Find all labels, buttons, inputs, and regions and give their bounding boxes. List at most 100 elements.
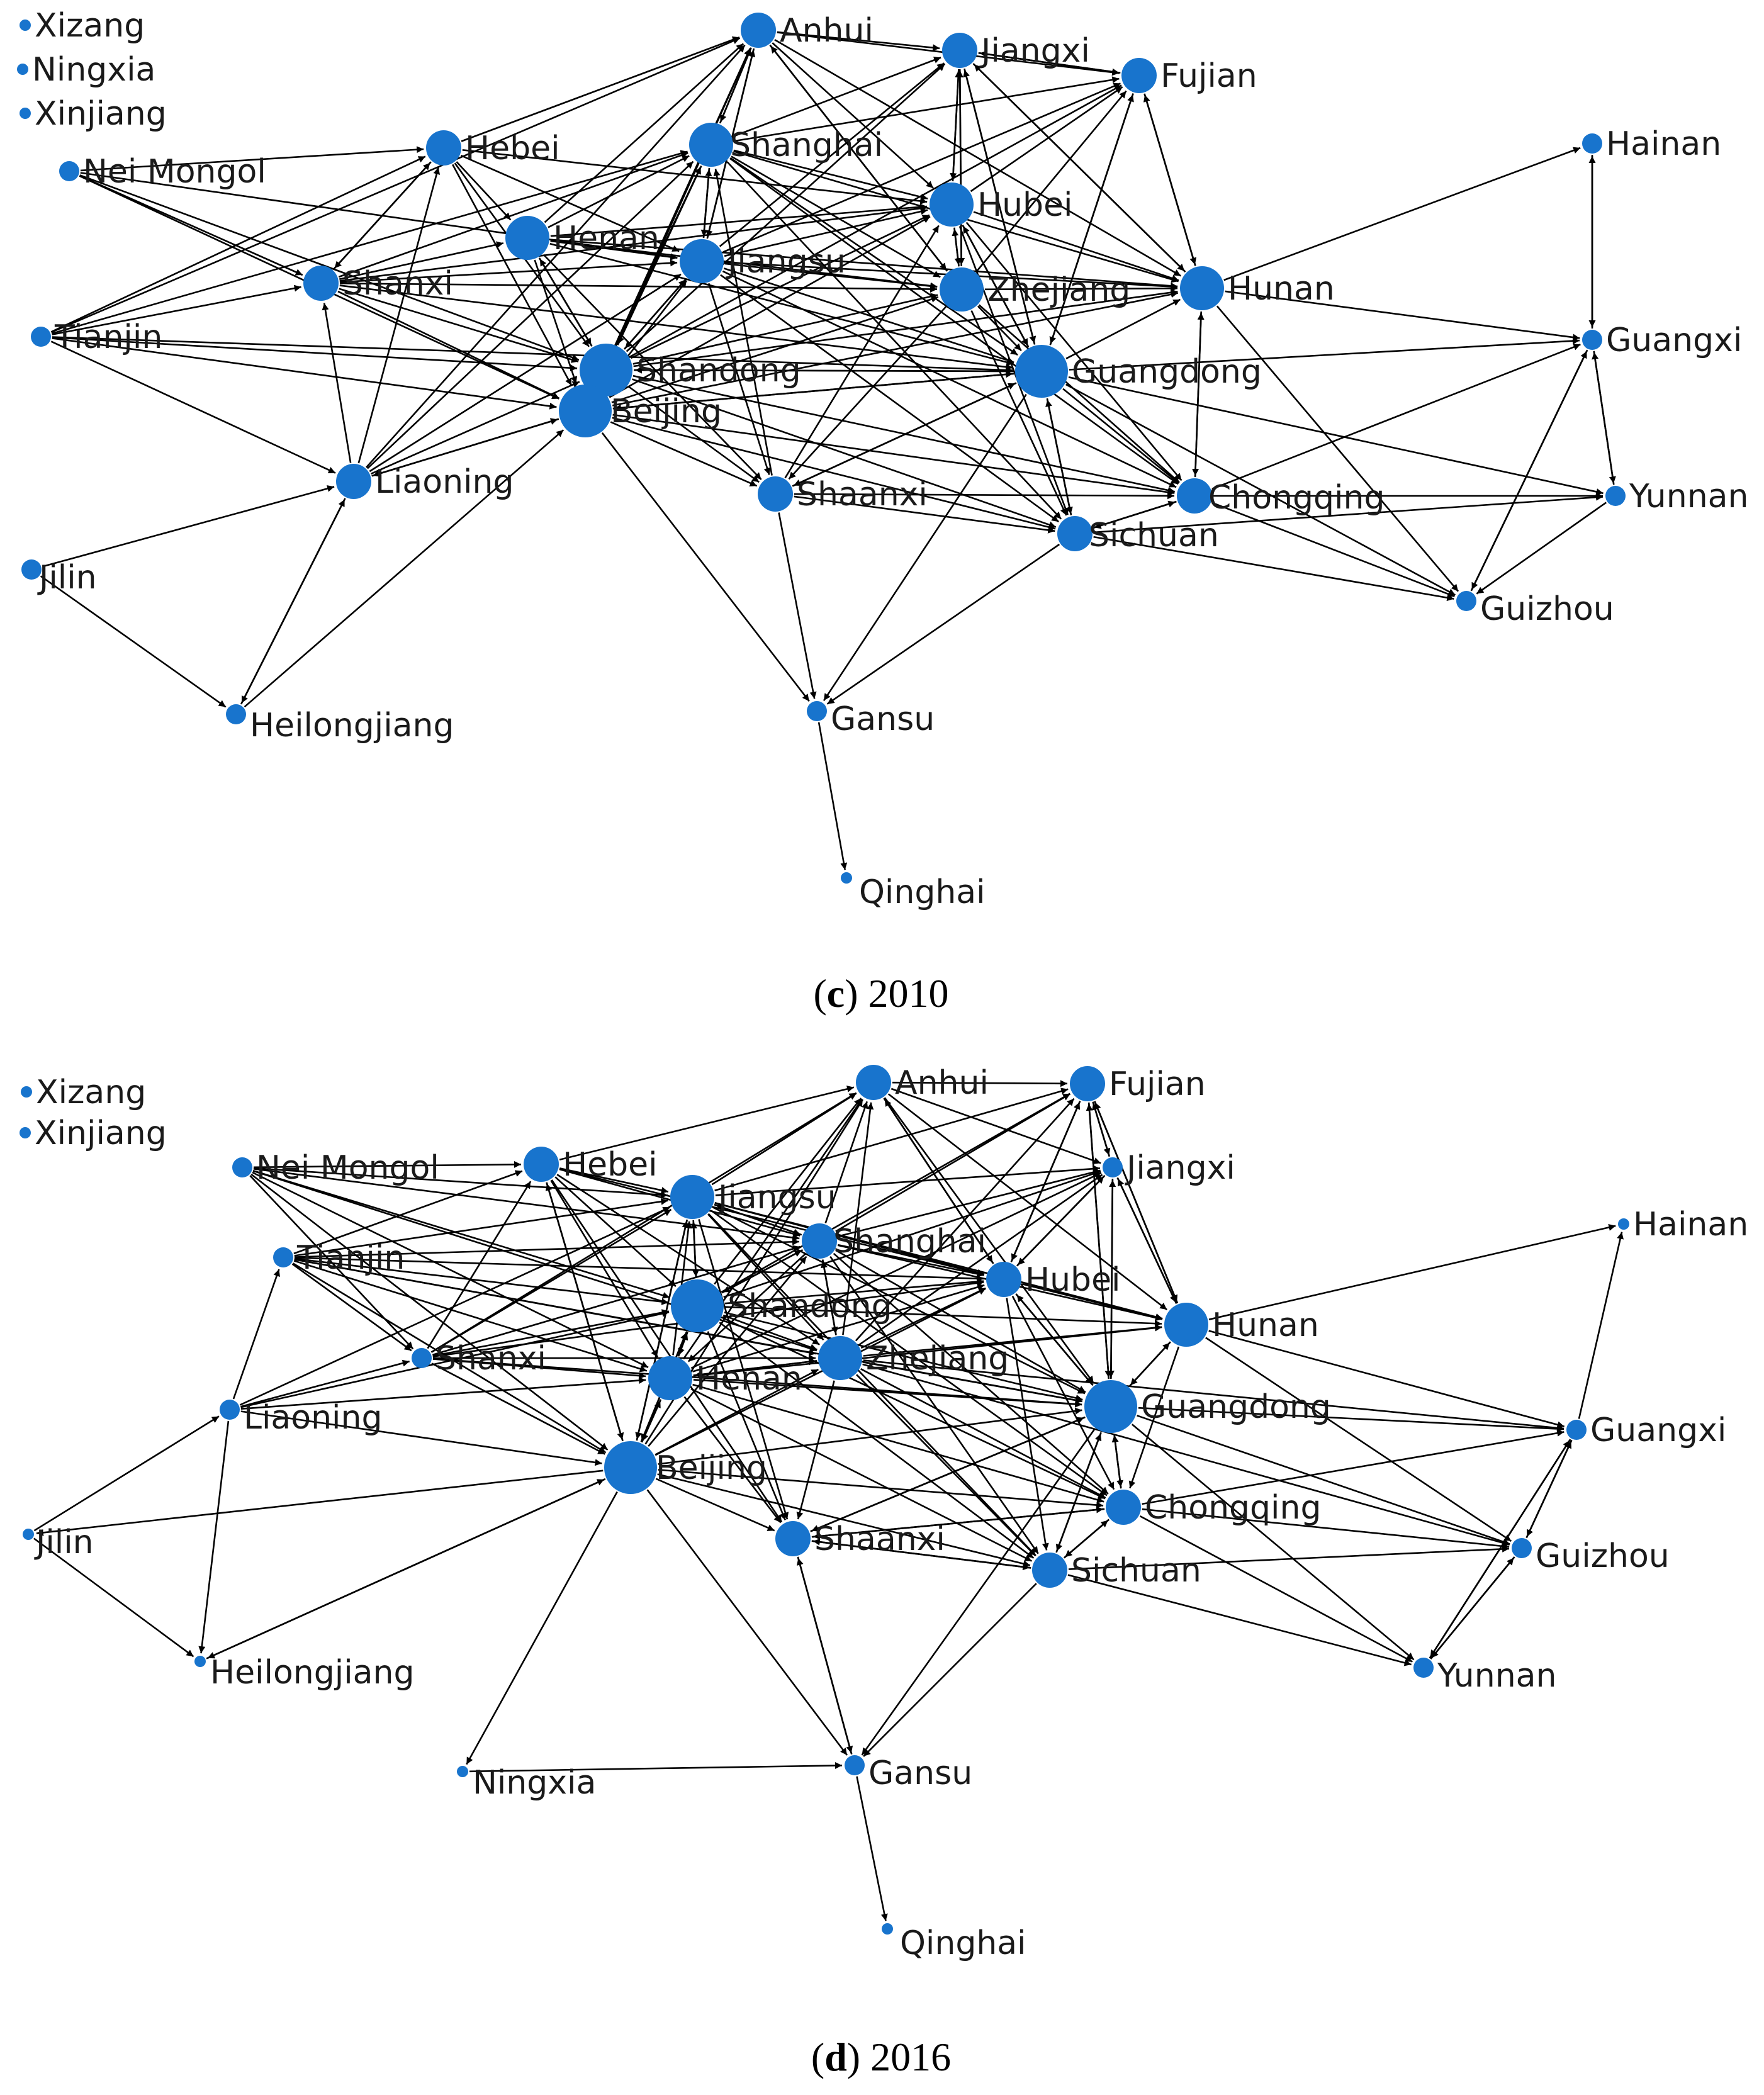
edge-hunan-to-guizhou <box>1216 305 1459 592</box>
edge-henan-to-hubei <box>692 1283 985 1373</box>
node-xizang <box>20 20 31 31</box>
edge-jiangsu-to-hunan <box>714 1202 1163 1320</box>
caption-letter-d: d <box>824 2035 847 2079</box>
edge-shandong-to-sichuan <box>719 1322 1035 1559</box>
edge-henan-to-shanghai <box>548 155 690 228</box>
edge-beijing-to-hunan <box>612 291 1178 407</box>
edge-liaoning-to-shandong <box>370 381 580 475</box>
edge-guangdong-to-hubei <box>962 225 1030 347</box>
edge-beijing-to-gansu <box>601 432 810 702</box>
node-tianjin <box>31 327 51 347</box>
edge-guangdong-to-yunnan <box>1068 376 1604 495</box>
node-shaanxi <box>775 1521 811 1556</box>
edge-guangdong-to-fujian <box>1049 94 1134 345</box>
node-yunnan <box>1605 486 1626 506</box>
node-xizang <box>21 1086 32 1098</box>
edge-hebei-to-shaanxi <box>551 1179 783 1523</box>
node-label-zhejiang: Zhejiang <box>866 1340 1009 1378</box>
node-label-xinjiang: Xinjiang <box>35 1115 167 1152</box>
edge-hubei-to-hunan <box>1021 1283 1163 1321</box>
edge-shandong-to-henan <box>539 258 593 347</box>
caption-2016: (d) 2016 <box>811 2035 951 2079</box>
edge-anhui-to-fujian <box>892 1080 1068 1087</box>
node-label-sichuan: Sichuan <box>1089 517 1219 554</box>
node-chongqing <box>1106 1490 1141 1525</box>
edge-henan-to-shaanxi <box>683 1396 782 1524</box>
caption-year-2016: 2016 <box>870 2035 951 2079</box>
node-guangdong <box>1084 1380 1137 1433</box>
edge-guangdong-to-jiangxi <box>963 69 1036 345</box>
edge-guangdong-to-gansu <box>861 1429 1096 1756</box>
edge-tianjin-to-beijing <box>52 337 557 410</box>
edge-jiangsu-to-jiangxi <box>715 1165 1101 1196</box>
edge-hebei-to-zhejiang <box>556 1174 821 1345</box>
node-sichuan <box>1057 516 1093 551</box>
edge-tianjin-to-guangdong <box>52 336 1013 374</box>
edge-tianjin-to-shandong <box>294 1257 669 1305</box>
edge-sichuan-to-yunnan <box>1093 493 1604 534</box>
edge-tianjin-to-hebei <box>293 1170 523 1255</box>
node-label-yunnan: Yunnan <box>1629 478 1749 515</box>
edge-jiangxi-to-fujian <box>1092 1103 1111 1157</box>
node-label-shandong: Shandong <box>636 352 801 390</box>
node-jiangsu <box>680 239 724 283</box>
edge-neimongol-to-beijing <box>250 1173 609 1451</box>
edge-sichuan-to-gansu <box>863 1583 1037 1757</box>
edge-hunan-to-guangxi <box>1208 1330 1565 1429</box>
edge-hebei-to-henan <box>550 1180 659 1358</box>
node-label-heilongjiang: Heilongjiang <box>250 707 454 744</box>
edge-guangdong-to-fujian <box>1086 1103 1110 1379</box>
edge-shanghai-to-jiangxi <box>733 57 941 138</box>
edge-guangdong-to-guizhou <box>1065 383 1456 596</box>
node-shaanxi <box>758 476 793 512</box>
edge-shanghai-to-sichuan <box>829 1255 1039 1554</box>
edge-sichuan-to-gansu <box>826 543 1060 705</box>
node-label-guangxi: Guangxi <box>1590 1412 1726 1449</box>
node-heilongjiang <box>194 1656 206 1667</box>
node-jiangsu <box>670 1175 714 1219</box>
edge-shandong-to-fujian <box>721 1092 1070 1293</box>
node-label-hunan: Hunan <box>1212 1306 1319 1344</box>
edge-shanxi-to-shanghai <box>432 1245 801 1356</box>
edge-shandong-to-zhejiang <box>632 293 938 365</box>
edge-shanghai-to-hubei <box>838 1244 984 1278</box>
edge-shandong-to-jiangsu <box>690 1221 697 1279</box>
edge-shandong-to-anhui <box>616 48 751 345</box>
edge-liaoning-to-hebei <box>357 167 441 464</box>
edge-shandong-to-hunan <box>724 1306 1162 1327</box>
edge-sichuan-to-guizhou <box>1068 1545 1510 1570</box>
node-guangxi <box>1582 330 1602 350</box>
node-label-chongqing: Chongqing <box>1208 479 1385 517</box>
edge-sichuan-to-guangdong <box>1045 399 1072 515</box>
node-label-qinghai: Qinghai <box>859 873 986 911</box>
edge-yunnan-to-guangxi <box>1429 1440 1571 1659</box>
edge-chongqing-to-guizhou <box>1142 1508 1510 1550</box>
node-label-heilongjiang: Heilongjiang <box>210 1654 415 1692</box>
node-anhui <box>856 1065 891 1100</box>
edge-zhejiang-to-hunan <box>984 284 1178 292</box>
node-zhejiang <box>818 1336 862 1380</box>
node-label-jiangxi: Jiangxi <box>1125 1149 1235 1187</box>
node-label-xizang: Xizang <box>35 7 145 45</box>
edge-beijing-to-jiangsu <box>636 1220 689 1441</box>
edge-shanxi-to-shandong <box>339 288 579 363</box>
edge-tianjin-to-shanghai <box>294 1238 800 1258</box>
node-label-henan: Henan <box>553 220 660 257</box>
edge-henan-to-anhui <box>544 43 744 223</box>
edge-ningxia-to-gansu <box>469 1761 843 1773</box>
node-hainan <box>1618 1218 1629 1230</box>
edge-jilin-to-liaoning <box>42 485 335 568</box>
edge-tianjin-to-anhui <box>51 37 741 334</box>
node-label-neimongol: Nei Mongol <box>83 153 266 191</box>
edge-shaanxi-to-sichuan <box>811 1540 1030 1571</box>
edge-hubei-to-chongqing <box>1011 1295 1115 1490</box>
edge-sichuan-to-guizhou <box>1093 536 1454 602</box>
edge-tianjin-to-henan <box>293 1260 648 1373</box>
node-label-shanxi: Shanxi <box>435 1340 546 1378</box>
edge-shandong-to-jiangxi <box>626 63 946 352</box>
node-beijing <box>604 1441 657 1494</box>
edge-shanxi-to-beijing <box>337 290 560 400</box>
edge-shanghai-to-fujian <box>835 1093 1071 1232</box>
edge-shaanxi-to-chongqing <box>794 492 1175 500</box>
